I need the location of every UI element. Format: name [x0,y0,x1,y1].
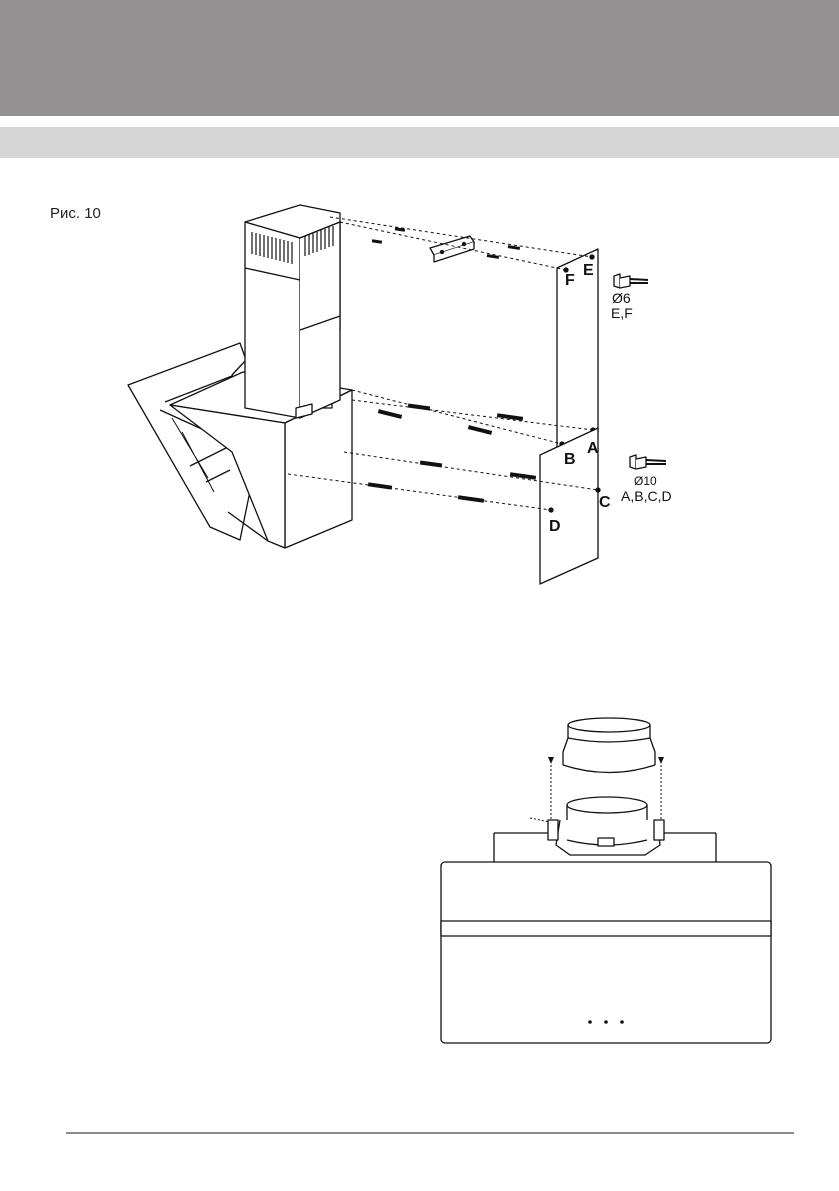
wall-bracket [430,236,474,262]
screw-set [368,227,536,503]
screw-large-points: A,B,C,D [621,488,672,504]
screw-small-points: E,F [611,305,633,321]
screw-large-diameter: Ø10 [634,474,657,488]
chimney-duct [245,205,340,418]
screw-icon-large [630,455,666,469]
screw-small-diameter: Ø6 [612,290,631,306]
label-f: F [565,272,575,289]
label-a: A [587,440,599,457]
label-d: D [549,518,561,535]
hood-front-view [441,862,771,1043]
wall-plate-upper [557,249,598,450]
footer-rule [66,1132,794,1134]
label-e: E [583,262,594,279]
label-b: B [564,451,576,468]
label-c: C [599,494,611,511]
outlet-ring [548,797,664,855]
screw-icon-small [614,274,648,288]
adapter-flange [563,718,655,773]
